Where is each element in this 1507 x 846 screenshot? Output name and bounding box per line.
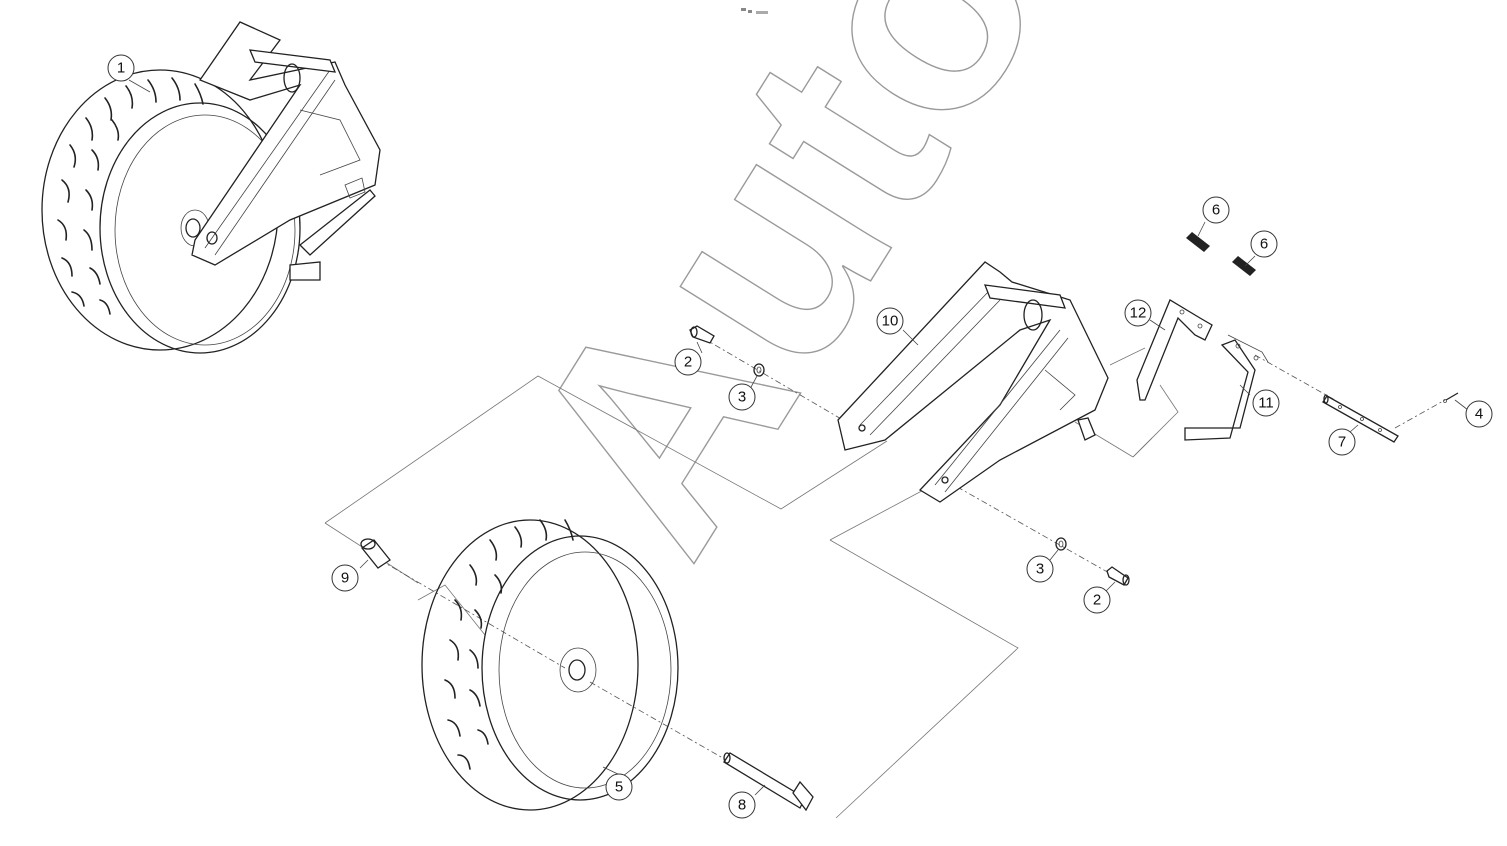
svg-text:7: 7: [1338, 434, 1346, 451]
svg-text:2: 2: [684, 354, 692, 371]
bracket-part-12: [1136, 299, 1213, 401]
callout-8: 8: [728, 791, 756, 819]
watermark: AutoSoft: [459, 0, 1416, 605]
washer-lower: [1055, 537, 1067, 551]
svg-text:1: 1: [117, 60, 125, 77]
watermark-text: AutoSoft: [459, 0, 1415, 604]
bolt-upper: [689, 325, 715, 344]
callout-12: 12: [1124, 299, 1152, 327]
washer-upper: [753, 363, 765, 377]
callout-7: 7: [1328, 428, 1356, 456]
callout-2-lower: 2: [1083, 586, 1111, 614]
callout-3-upper: 3: [728, 383, 756, 411]
svg-text:3: 3: [738, 389, 746, 406]
bracket-part-10: [837, 261, 1109, 503]
svg-text:12: 12: [1130, 305, 1147, 322]
svg-text:2: 2: [1093, 592, 1101, 609]
bracket-part-11: [1184, 334, 1269, 441]
svg-text:6: 6: [1260, 236, 1268, 253]
svg-text:3: 3: [1036, 561, 1044, 578]
callout-6-lower: 6: [1250, 230, 1278, 258]
callout-4: 4: [1465, 400, 1493, 428]
spring-part-6b: [1232, 256, 1256, 276]
spring-part-6a: [1186, 232, 1210, 252]
leader-lines: [128, 79, 1469, 796]
wheel-5-tread: [444, 519, 574, 770]
callout-11: 11: [1252, 389, 1280, 417]
center-lines: [379, 337, 1446, 766]
svg-text:8: 8: [738, 797, 746, 814]
callout-1: 1: [107, 54, 135, 82]
svg-text:10: 10: [882, 313, 899, 330]
callout-6-upper: 6: [1202, 196, 1230, 224]
callout-2-upper: 2: [674, 348, 702, 376]
svg-text:5: 5: [615, 779, 623, 796]
bushing-part-9: [360, 538, 391, 569]
tread-pattern: [57, 77, 204, 315]
callout-5: 5: [605, 773, 633, 801]
bolt-lower: [1106, 566, 1130, 586]
svg-text:11: 11: [1258, 395, 1274, 412]
svg-text:9: 9: [341, 570, 349, 587]
top-mark: [741, 8, 768, 14]
assembly-lines: [324, 347, 1179, 819]
wheel-part-5: [421, 519, 679, 811]
callout-10: 10: [876, 307, 904, 335]
svg-text:6: 6: [1212, 202, 1220, 219]
callout-9: 9: [331, 564, 359, 592]
rod-part-7: [1322, 394, 1399, 443]
pin-part-4: [1443, 392, 1459, 403]
assembled-wheel-unit: [41, 21, 381, 354]
callout-3-lower: 3: [1026, 555, 1054, 583]
svg-text:4: 4: [1475, 406, 1483, 423]
axle-part-8: [723, 752, 814, 812]
